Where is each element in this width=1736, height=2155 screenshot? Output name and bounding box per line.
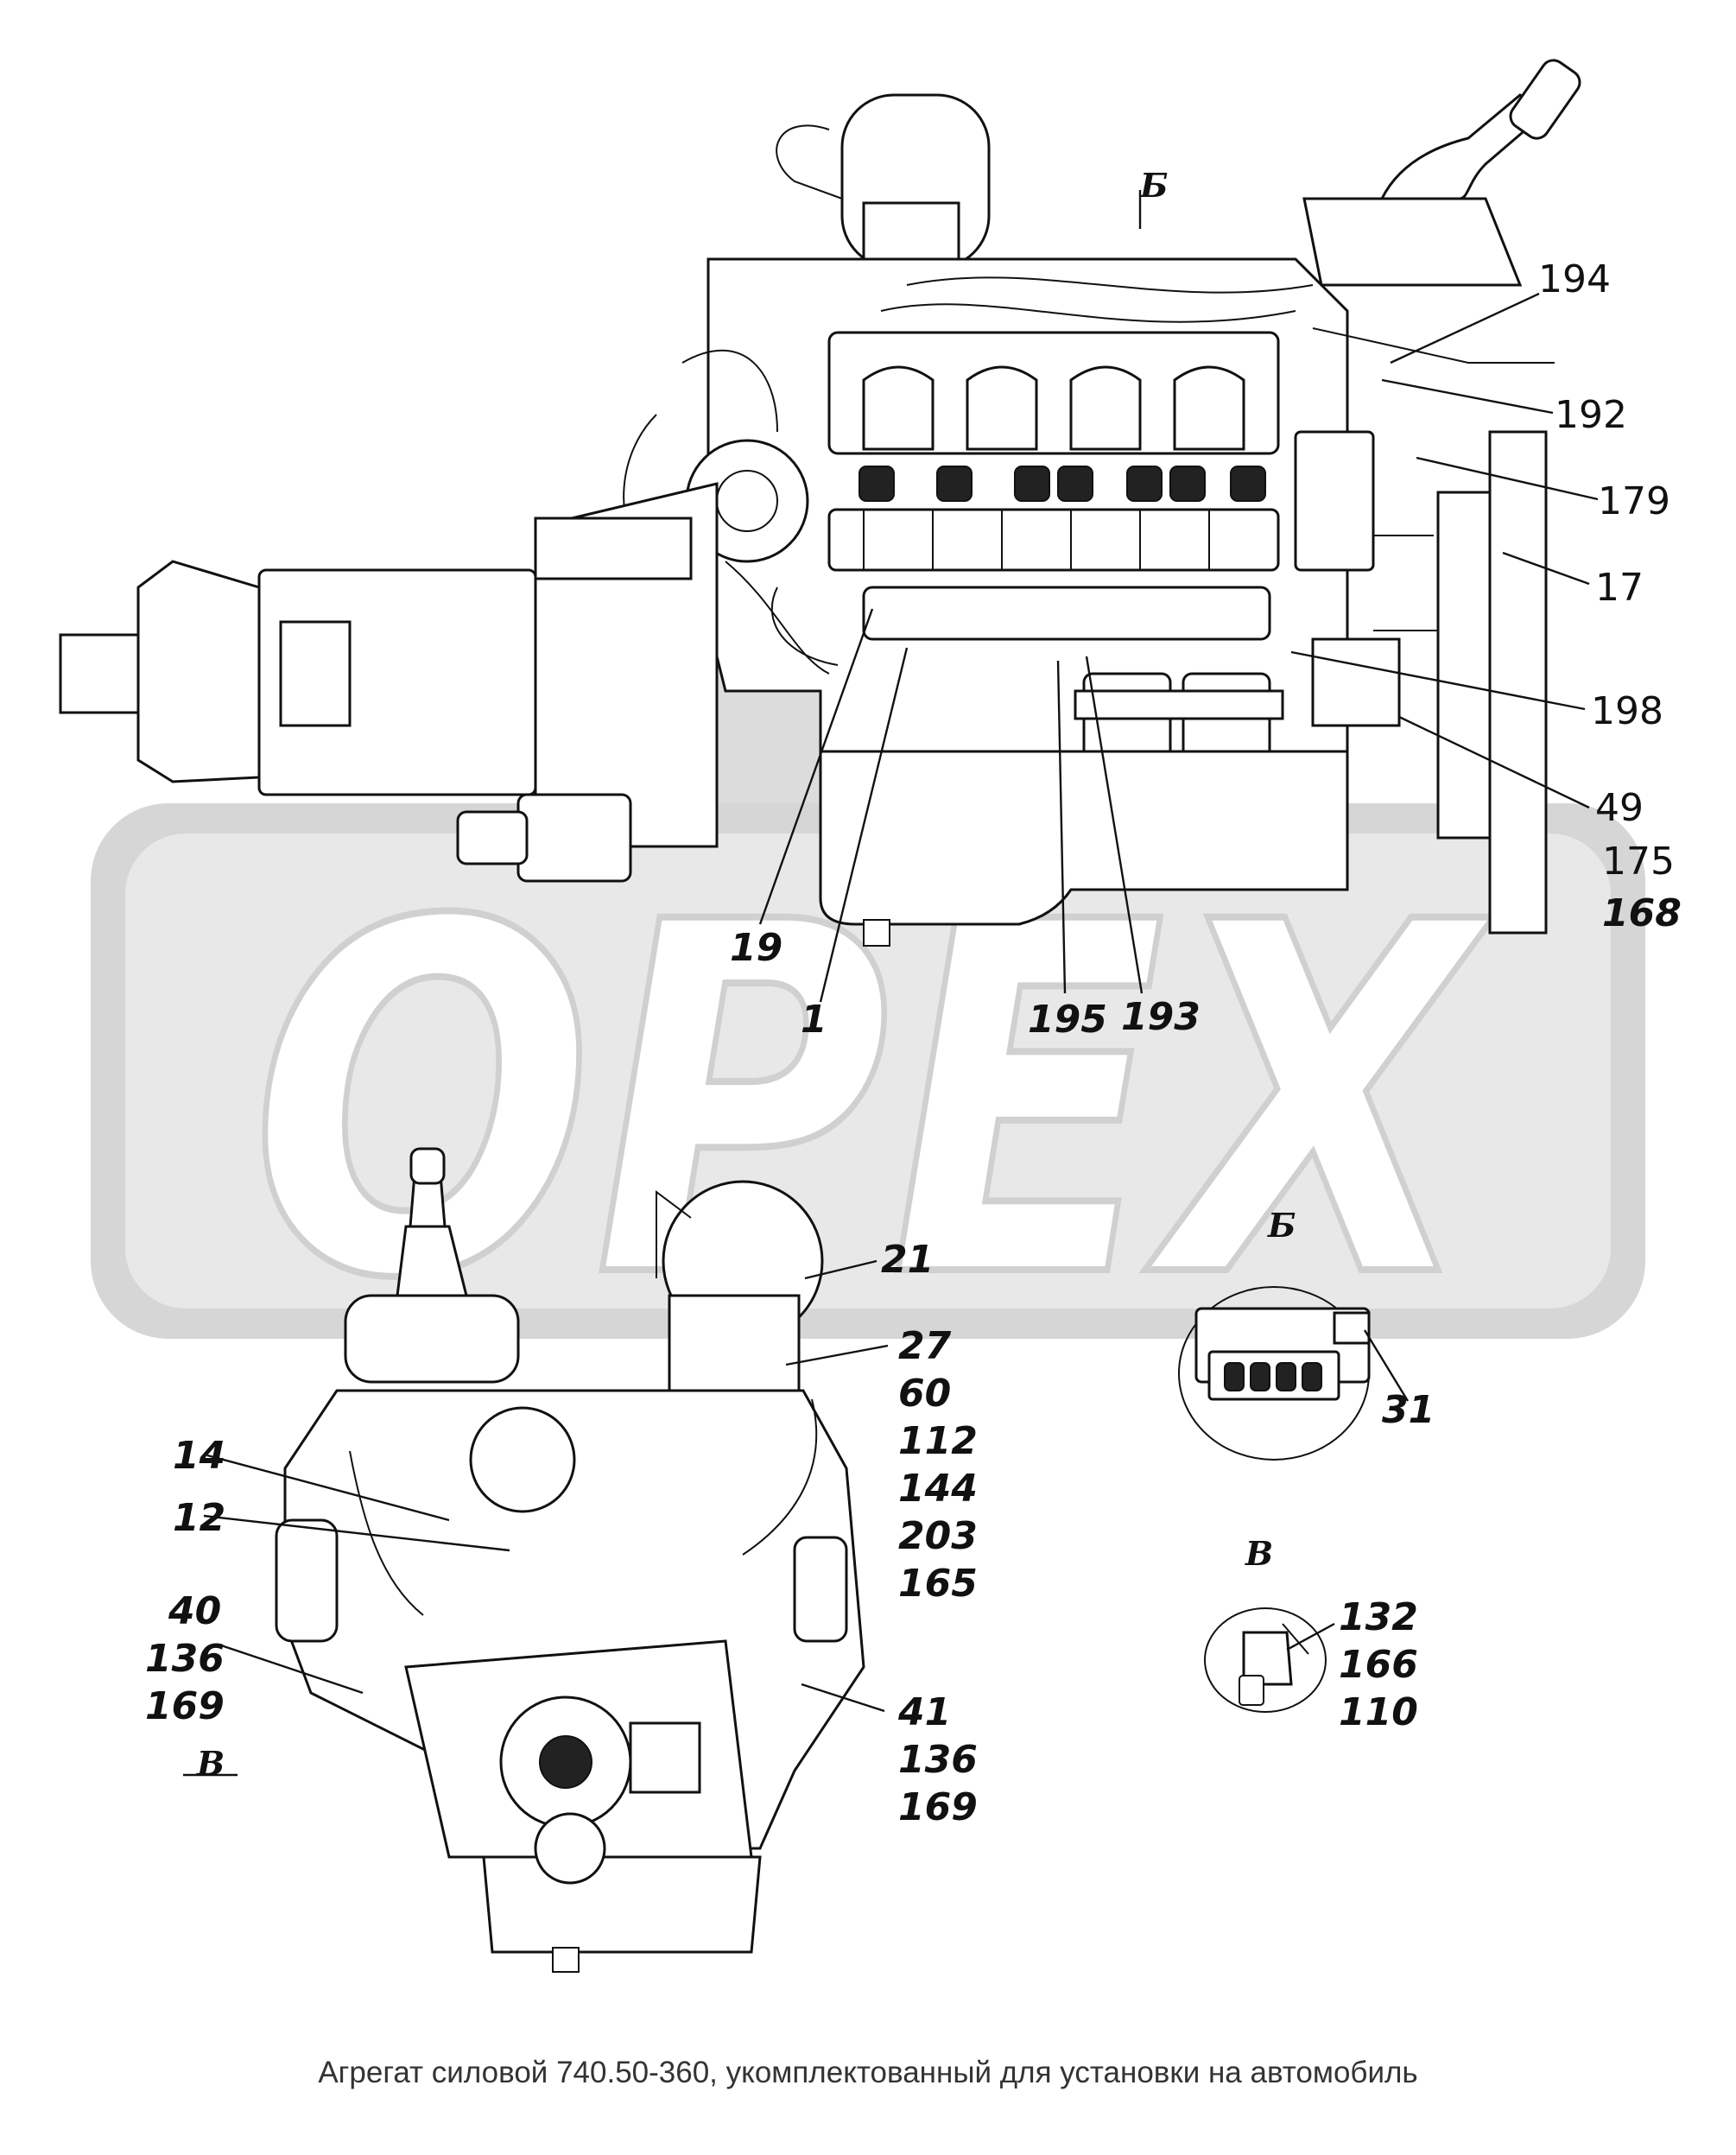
callout-165: 165 bbox=[898, 1562, 978, 1606]
callout-168: 168 bbox=[1602, 891, 1682, 935]
view-label-b-detail: Б bbox=[1267, 1206, 1296, 1245]
callout-numbers: 194 192 179 17 198 49 175 168 19 1 195 1… bbox=[145, 257, 1682, 1829]
callout-12: 12 bbox=[173, 1496, 225, 1540]
callout-166: 166 bbox=[1339, 1643, 1418, 1687]
oil-filler bbox=[469, 1406, 576, 1513]
callout-17: 17 bbox=[1595, 566, 1644, 610]
callout-110: 110 bbox=[1339, 1690, 1418, 1734]
callout-169-right: 169 bbox=[898, 1785, 978, 1829]
callout-19: 19 bbox=[730, 926, 782, 970]
watermark-logo: OPEX bbox=[91, 596, 1645, 1388]
callout-60: 60 bbox=[898, 1372, 951, 1416]
detail-v bbox=[1204, 1607, 1327, 1713]
view-label-v-arrow: В bbox=[196, 1744, 225, 1783]
cylinder-heads bbox=[862, 365, 1245, 451]
engine-front-view bbox=[275, 1147, 865, 1973]
callout-21: 21 bbox=[881, 1238, 934, 1282]
gearbox-rear bbox=[136, 560, 261, 783]
view-label-v-detail: В bbox=[1245, 1534, 1273, 1573]
callout-169-left: 169 bbox=[145, 1684, 225, 1728]
callout-203: 203 bbox=[898, 1514, 978, 1558]
front-sump bbox=[482, 1855, 762, 1954]
figure-caption: Агрегат силовой 740.50-360, укомплектова… bbox=[318, 2056, 1418, 2089]
callout-41: 41 bbox=[897, 1690, 951, 1734]
callout-175: 175 bbox=[1602, 840, 1675, 884]
generator bbox=[1294, 430, 1375, 572]
callout-132: 132 bbox=[1339, 1595, 1418, 1639]
callout-195: 195 bbox=[1028, 998, 1107, 1042]
callout-136-left: 136 bbox=[145, 1637, 225, 1681]
engine-side-view bbox=[59, 59, 1581, 947]
callout-49: 49 bbox=[1595, 786, 1644, 830]
callout-198: 198 bbox=[1591, 689, 1663, 733]
gearbox-cover bbox=[279, 620, 352, 727]
shift-boot-base bbox=[1302, 197, 1523, 287]
water-pump bbox=[1311, 637, 1401, 727]
oil-pan bbox=[819, 750, 1349, 926]
leader-lines bbox=[183, 190, 1599, 1777]
output-flange bbox=[59, 633, 140, 714]
starter bbox=[516, 793, 632, 883]
injectors bbox=[858, 466, 1266, 502]
shift-knob bbox=[1509, 59, 1581, 140]
front-shift-base bbox=[344, 1294, 520, 1384]
callout-112: 112 bbox=[898, 1419, 978, 1463]
fan-blade bbox=[1488, 430, 1548, 935]
detail-b bbox=[1178, 1286, 1371, 1461]
view-label-b-top: Б bbox=[1139, 166, 1168, 205]
callout-40: 40 bbox=[168, 1589, 221, 1633]
gearbox-mount bbox=[534, 517, 693, 580]
callout-193: 193 bbox=[1121, 995, 1201, 1039]
callout-1: 1 bbox=[801, 998, 827, 1042]
callout-194: 194 bbox=[1538, 257, 1611, 301]
callout-14: 14 bbox=[173, 1434, 225, 1478]
callout-192: 192 bbox=[1555, 393, 1627, 437]
callout-31: 31 bbox=[1382, 1388, 1435, 1432]
callout-144: 144 bbox=[898, 1467, 978, 1511]
watermark-band-inner bbox=[125, 833, 1611, 1309]
pump-flange bbox=[629, 1721, 701, 1794]
callout-179: 179 bbox=[1598, 479, 1670, 523]
callout-27: 27 bbox=[898, 1324, 952, 1368]
callout-136-right: 136 bbox=[898, 1738, 978, 1782]
